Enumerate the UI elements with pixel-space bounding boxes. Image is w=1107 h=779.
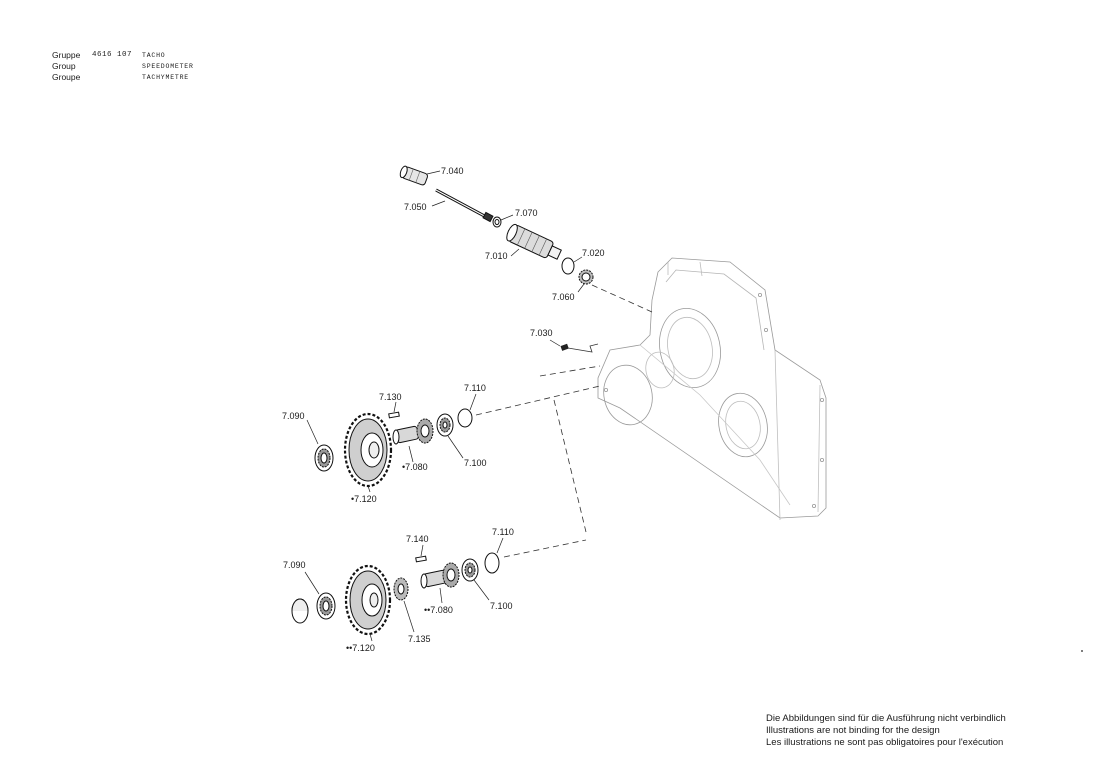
part-7120-gear <box>343 412 393 488</box>
part-7080-shaft <box>392 418 434 445</box>
part-7100-bearing <box>461 558 479 582</box>
speck <box>1081 650 1083 652</box>
callout-7120-upper: •7.120 <box>351 494 377 504</box>
callout-7080-upper: •7.080 <box>402 462 428 472</box>
callout-7060: 7.060 <box>552 292 575 302</box>
group-row-fr: Groupe TACHYMETRE <box>52 72 194 83</box>
group-name: TACHYMETRE <box>142 74 190 81</box>
callout-7070: 7.070 <box>515 208 538 218</box>
callout-7110-upper: 7.110 <box>464 383 486 393</box>
callout-7090-upper: 7.090 <box>282 411 305 421</box>
gear-assembly-lower <box>291 552 500 636</box>
callout-7010: 7.010 <box>485 251 508 261</box>
disclaimer-en: Illustrations are not binding for the de… <box>766 725 940 736</box>
callout-7050: 7.050 <box>404 202 427 212</box>
callout-labels: 7.040 7.050 7.070 7.010 7.020 7.060 7.03… <box>282 166 605 653</box>
callout-7100-upper: 7.100 <box>464 458 487 468</box>
callout-7135: 7.135 <box>408 634 431 644</box>
disclaimer-de: Die Abbildungen sind für die Ausführung … <box>766 713 1006 724</box>
callout-7090-lower: 7.090 <box>283 560 306 570</box>
group-name: SPEEDOMETER <box>142 63 194 70</box>
part-7020-o-ring <box>561 257 575 275</box>
group-label: Gruppe <box>52 50 81 60</box>
part-7130-key <box>388 411 400 419</box>
callout-7030: 7.030 <box>530 328 553 338</box>
group-header: Gruppe 4616 107 TACHO Group SPEEDOMETER … <box>52 50 194 83</box>
group-label: Group <box>52 61 76 71</box>
part-7135-gear <box>393 577 409 601</box>
group-row-de: Gruppe 4616 107 TACHO <box>52 50 194 61</box>
callout-7040: 7.040 <box>441 166 464 176</box>
part-7060-pinion <box>578 269 594 285</box>
callout-7140: 7.140 <box>406 534 429 544</box>
part-7110-circlip <box>484 552 500 574</box>
leader-lines <box>304 170 585 642</box>
part-7110-circlip <box>457 408 473 428</box>
gear-assembly-upper <box>314 408 473 488</box>
part-7090-cover <box>291 598 309 624</box>
callout-7120-lower: ••7.120 <box>346 643 375 653</box>
callout-7130: 7.130 <box>379 392 402 402</box>
disclaimer-fr: Les illustrations ne sont pas obligatoir… <box>766 737 1004 748</box>
group-number: 4616 107 <box>92 51 133 59</box>
disclaimer: Die Abbildungen sind für die Ausführung … <box>766 713 1006 749</box>
part-7090-bearing <box>316 592 336 620</box>
gearbox-housing <box>597 257 827 521</box>
group-label: Groupe <box>52 72 81 82</box>
assembly-lines <box>475 284 653 558</box>
callout-7080-lower: ••7.080 <box>424 605 453 615</box>
part-7030-plug <box>560 343 599 353</box>
callout-7100-lower: 7.100 <box>490 601 513 611</box>
part-7010-drive-housing <box>506 223 562 260</box>
part-7120-gear <box>344 564 392 636</box>
part-7040-sleeve <box>399 165 428 186</box>
group-name: TACHO <box>142 52 166 59</box>
group-row-en: Group SPEEDOMETER <box>52 61 194 72</box>
part-7140-key <box>415 555 427 563</box>
part-7090-bearing <box>314 444 334 472</box>
part-7080-shaft <box>420 562 460 589</box>
callout-7110-lower: 7.110 <box>492 527 514 537</box>
part-7100-bearing <box>436 413 454 437</box>
speedometer-drive-assembly <box>399 165 594 285</box>
callout-7020: 7.020 <box>582 248 605 258</box>
part-7050-shaft <box>435 188 494 223</box>
